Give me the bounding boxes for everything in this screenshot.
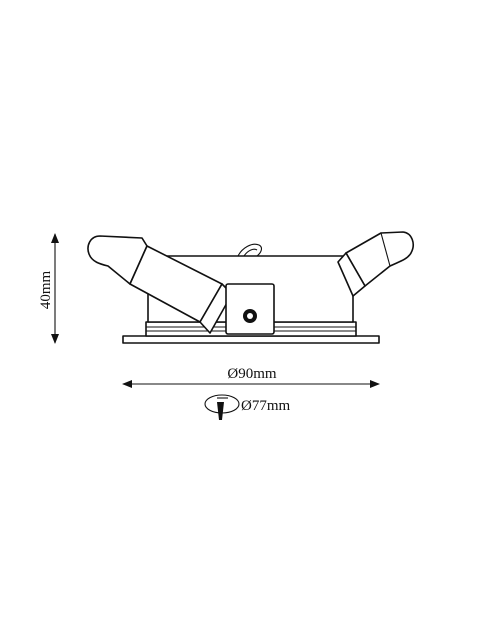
cutout-diameter-label: Ø77mm bbox=[241, 398, 291, 414]
outer-diameter-dimension: Ø90mm bbox=[122, 366, 380, 388]
downlight-fixture-outline bbox=[87, 231, 414, 344]
top-clip bbox=[237, 243, 262, 257]
height-label: 40mm bbox=[38, 271, 54, 310]
cutout-diameter-dimension: Ø77mm bbox=[204, 394, 291, 420]
height-dimension: 40mm bbox=[38, 233, 59, 344]
hole-saw-cutout-icon bbox=[204, 394, 240, 420]
outer-diameter-label: Ø90mm bbox=[227, 366, 277, 382]
trim-plate bbox=[122, 335, 380, 344]
adjustment-block bbox=[225, 283, 275, 335]
right-spring-clip bbox=[337, 231, 414, 297]
